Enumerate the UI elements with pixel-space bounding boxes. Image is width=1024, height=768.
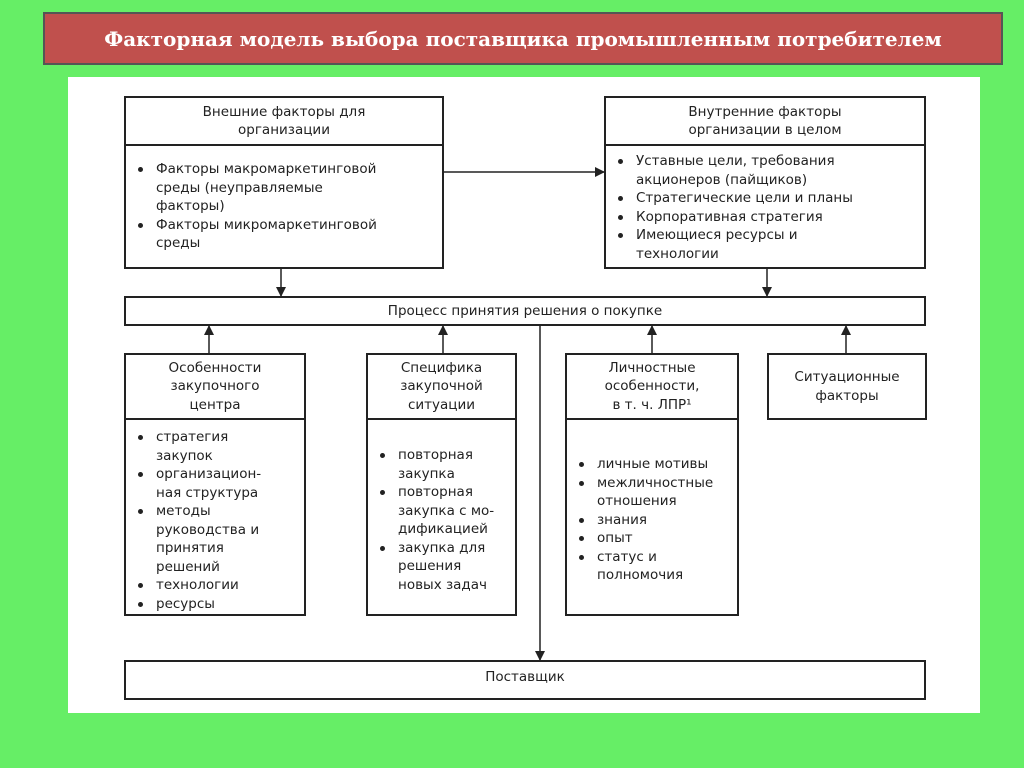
item-line: ресурсы: [156, 595, 215, 612]
header-line: закупочного: [170, 378, 260, 395]
personal-header: Личностные особенности, в т. ч. ЛПР¹: [565, 353, 739, 420]
item-line: повторная: [398, 447, 473, 463]
item-line: факторы): [156, 198, 225, 214]
item-line: Уставные цели, требования: [636, 153, 835, 169]
list-item: повторная закупка: [380, 446, 515, 483]
item-line: полномочия: [597, 567, 684, 583]
list-item: личные мотивы: [579, 455, 737, 474]
header-line: особенности,: [604, 378, 700, 395]
header-line: организации в целом: [688, 122, 842, 138]
list-item: Уставные цели, требования акционеров (па…: [618, 152, 924, 189]
item-line: Корпоративная стратегия: [636, 208, 823, 225]
buying-center-header: Особенности закупочного центра: [124, 353, 306, 420]
item-line: межличностные: [597, 474, 714, 491]
item-line: решений: [156, 558, 220, 575]
list-item: статус и полномочия: [579, 548, 737, 585]
item-line: закупка для: [398, 539, 486, 556]
item-line: закупок: [156, 447, 213, 464]
item-line: решения: [398, 558, 462, 574]
title-bar: Факторная модель выбора поставщика промы…: [43, 12, 1003, 65]
header-line: Ситуационные: [794, 369, 900, 385]
item-line: среды (неуправляемые: [156, 179, 323, 196]
header-line: центра: [189, 396, 241, 413]
item-line: стратегия: [156, 429, 229, 445]
list-item: Корпоративная стратегия: [618, 208, 924, 227]
item-line: опыт: [597, 530, 633, 546]
header-line: Специфика: [400, 359, 483, 376]
header-line: Личностные: [608, 359, 696, 376]
item-line: акционеров (пайщиков): [636, 171, 808, 188]
item-line: Факторы микромаркетинговой: [156, 216, 377, 233]
item-line: организацион-: [156, 466, 262, 482]
list-item: Факторы микромаркетинговой среды: [138, 216, 442, 253]
item-line: руководства и: [156, 521, 260, 538]
item-line: отношения: [597, 493, 677, 509]
personal-list: личные мотивы межличностные отношения зн…: [565, 418, 739, 616]
item-line: знания: [597, 511, 647, 528]
item-line: новых задач: [398, 576, 488, 593]
header-line: Особенности: [168, 359, 262, 376]
list-item: знания: [579, 511, 737, 530]
item-line: технологии: [636, 245, 719, 262]
list-item: Имеющиеся ресурсы и технологии: [618, 226, 924, 263]
item-line: ная структура: [156, 484, 259, 501]
situation-header: Специфика закупочной ситуации: [366, 353, 517, 420]
item-line: принятия: [156, 540, 224, 556]
item-line: технологии: [156, 577, 239, 593]
header-line: организации: [238, 122, 330, 138]
slide-title: Факторная модель выбора поставщика промы…: [104, 26, 942, 51]
buying-center-list: стратегия закупок организацион- ная стру…: [124, 418, 306, 616]
item-line: дификацией: [398, 521, 488, 537]
header-line: факторы: [815, 387, 879, 404]
header-line: в т. ч. ЛПР¹: [612, 396, 692, 413]
list-item: закупка для решения новых задач: [380, 539, 515, 595]
process-label: Процесс принятия решения о покупке: [387, 302, 663, 319]
internal-factors-list: Уставные цели, требования акционеров (па…: [604, 144, 926, 269]
decision-process-box: Процесс принятия решения о покупке: [124, 296, 926, 326]
list-item: организацион- ная структура: [138, 465, 304, 502]
external-factors-list: Факторы макромаркетинговой среды (неупра…: [124, 144, 444, 269]
header-line: Внешние факторы для: [202, 103, 366, 120]
item-line: Имеющиеся ресурсы и: [636, 227, 798, 243]
item-line: Стратегические цели и планы: [636, 190, 853, 206]
supplier-box: Поставщик: [124, 660, 926, 700]
item-line: методы: [156, 503, 211, 519]
item-line: Факторы макромаркетинговой: [156, 161, 377, 177]
item-line: статус и: [597, 548, 657, 565]
item-line: среды: [156, 235, 201, 251]
list-item: технологии: [138, 576, 304, 595]
header-line: закупочной: [400, 378, 483, 395]
list-item: опыт: [579, 529, 737, 548]
list-item: межличностные отношения: [579, 474, 737, 511]
internal-factors-header: Внутренние факторы организации в целом: [604, 96, 926, 146]
list-item: стратегия закупок: [138, 428, 304, 465]
external-factors-header: Внешние факторы для организации: [124, 96, 444, 146]
list-item: повторная закупка с мо- дификацией: [380, 483, 515, 539]
situation-list: повторная закупка повторная закупка с мо…: [366, 418, 517, 616]
item-line: личные мотивы: [597, 456, 709, 472]
item-line: закупка с мо-: [398, 502, 495, 519]
item-line: закупка: [398, 465, 455, 482]
item-line: повторная: [398, 484, 473, 500]
list-item: Факторы макромаркетинговой среды (неупра…: [138, 160, 442, 216]
header-line: Внутренние факторы: [688, 103, 842, 120]
list-item: методы руководства и принятия решений: [138, 502, 304, 576]
supplier-label: Поставщик: [485, 669, 565, 685]
situational-factors-box: Ситуационные факторы: [767, 353, 927, 420]
list-item: ресурсы: [138, 595, 304, 614]
list-item: Стратегические цели и планы: [618, 189, 924, 208]
header-line: ситуации: [407, 396, 476, 413]
